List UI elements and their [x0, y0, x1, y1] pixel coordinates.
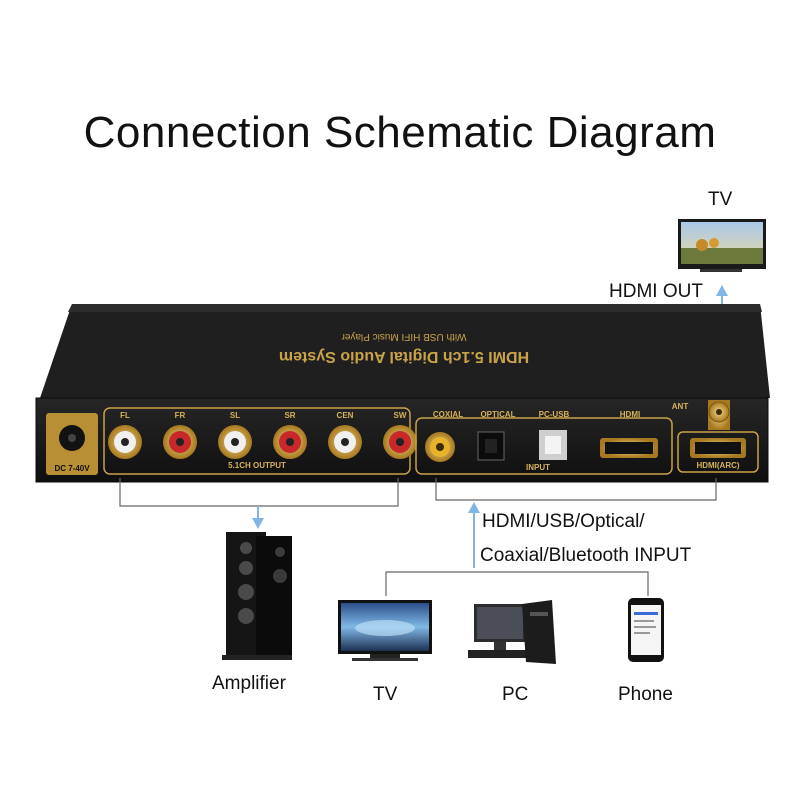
- rca-jack-sw: SW: [383, 411, 417, 459]
- input-panel: [415, 417, 673, 475]
- input-port-label-2: OPTICAL: [480, 410, 515, 419]
- device-brand-text: HDMI 5.1ch Digital Audio System: [279, 348, 529, 365]
- output-channel-label-sw: SW: [394, 411, 407, 420]
- phone-label: Phone: [618, 684, 673, 705]
- input-port-label-4: HDMI: [620, 410, 640, 419]
- hdmi-out-label: HDMI OUT: [609, 281, 703, 302]
- arc-panel: [677, 431, 759, 473]
- rca-jack-fl: FL: [108, 411, 142, 459]
- output-channel-label-fr: FR: [175, 411, 186, 420]
- input-sources-line2: Coaxial/Bluetooth INPUT: [480, 545, 692, 566]
- tv-input-label: TV: [373, 684, 398, 705]
- dc-label: DC 7-40V: [54, 464, 90, 473]
- device-sub-text: With USB HIFI Music Player: [341, 331, 467, 342]
- phone-icon: [628, 598, 664, 662]
- tv-output-label: TV: [708, 189, 733, 210]
- rca-jack-cen: CEN: [328, 411, 362, 459]
- output-group-label: 5.1CH OUTPUT: [228, 461, 286, 470]
- input-sources-line1: HDMI/USB/Optical/: [482, 511, 645, 532]
- hdmi-arc-port: [690, 438, 746, 458]
- amplifier-label: Amplifier: [212, 673, 286, 694]
- rca-jack-fr: FR: [163, 411, 197, 459]
- ant-label: ANT: [672, 402, 689, 411]
- output-channel-label-fl: FL: [120, 411, 130, 420]
- output-channel-label-sl: SL: [230, 411, 240, 420]
- input-group-label: INPUT: [526, 463, 550, 472]
- tv-bottom-icon: [338, 600, 432, 661]
- amplifier-speakers-icon: [222, 532, 292, 660]
- hdmi-in-port: [600, 438, 658, 458]
- antenna-connector: [708, 400, 730, 430]
- pc-icon: [468, 600, 556, 664]
- tv-top-icon: [678, 219, 766, 272]
- input-connection-line: [385, 478, 717, 596]
- rca-jack-sl: SL: [218, 411, 252, 459]
- input-port-label-3: PC-USB: [539, 410, 570, 419]
- output-channel-label-cen: CEN: [337, 411, 354, 420]
- optical-port: [477, 431, 505, 461]
- pc-label: PC: [502, 684, 529, 705]
- rca-jack-sr: SR: [273, 411, 307, 459]
- diagram-title: Connection Schematic Diagram: [83, 108, 717, 157]
- output-connection-line: [119, 478, 399, 529]
- usb-b-port: [539, 430, 567, 460]
- output-channel-label-sr: SR: [284, 411, 295, 420]
- coaxial-port: [425, 432, 455, 462]
- audio-decoder-device: HDMI 5.1ch Digital Audio System With USB…: [35, 304, 770, 483]
- input-port-label-1: COXIAL: [433, 410, 463, 419]
- arc-label: HDMI(ARC): [696, 461, 739, 470]
